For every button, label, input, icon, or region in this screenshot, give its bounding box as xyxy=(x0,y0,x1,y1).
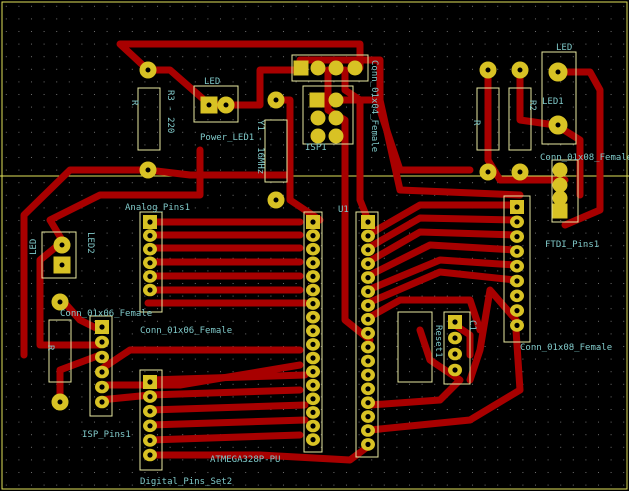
mcu-right-column-drill xyxy=(365,275,371,281)
mcu-left-column-drill xyxy=(310,423,316,429)
digital-pins-column-drill xyxy=(147,452,153,458)
right-connector-column-drill xyxy=(514,248,520,254)
pads[interactable] xyxy=(51,60,568,411)
reset-column-drill xyxy=(452,319,458,325)
label-left-led-lbl: LED2 xyxy=(85,232,95,254)
label-analog-ref: Conn_01x06_Female xyxy=(140,326,232,336)
mcu-right-column-drill xyxy=(365,233,371,239)
label-power-led: Power_LED1 xyxy=(200,133,254,143)
mcu-left-column-drill xyxy=(310,409,316,415)
mcu-left-column-drill xyxy=(310,341,316,347)
digital-pins-column-drill xyxy=(147,379,153,385)
mcu-left-column-drill xyxy=(310,246,316,252)
mcu-right-column-drill xyxy=(365,400,371,406)
label-power-led-ref: LED xyxy=(204,77,220,87)
mcu-left-column-drill xyxy=(310,328,316,334)
mcu-left-column-drill xyxy=(310,219,316,225)
label-mcu-ref: U1 xyxy=(338,205,349,215)
label-left-led: LED xyxy=(29,239,39,255)
mcu-left-column-drill xyxy=(310,233,316,239)
mcu-right-column-drill xyxy=(365,288,371,295)
label-isp-pins: ISP_Pins1 xyxy=(82,430,131,440)
label-ftdi: FTDI_Pins1 xyxy=(545,240,599,250)
label-r-left: R3 - 220 xyxy=(165,90,175,133)
analog-pins-column-drill xyxy=(147,260,153,266)
isp-pins-column-drill xyxy=(99,324,105,330)
mcu-right-column-drill xyxy=(365,247,371,253)
mcu-right-column-drill xyxy=(365,386,371,392)
label-left-r: R xyxy=(45,345,55,351)
label-r-tr-b: R2 xyxy=(527,100,537,111)
label-header-top2: ISP1 xyxy=(305,143,327,153)
label-reset: Reset1 xyxy=(433,325,443,358)
mcu-left-column-drill xyxy=(310,355,316,361)
analog-pins-column-drill xyxy=(147,287,153,293)
mcu-left-column-drill xyxy=(310,314,316,320)
right-connector-column-drill xyxy=(514,308,520,314)
label-led-tr-lbl: LED1 xyxy=(542,97,564,107)
label-header-top: Conn_01x04_Female xyxy=(369,60,379,152)
label-cap: C1 xyxy=(467,320,477,331)
right-connector-column-drill xyxy=(514,278,520,284)
mcu-right-column-drill xyxy=(365,302,371,308)
mcu-left-column-drill xyxy=(310,273,316,279)
right-connector-column-drill xyxy=(514,293,520,299)
mcu-left-column-drill xyxy=(310,301,316,307)
label-r-left-ref: R xyxy=(129,100,139,106)
isp-pins-column-drill xyxy=(99,384,105,390)
mcu-right-column-drill xyxy=(365,316,371,322)
mcu-left-column-drill xyxy=(310,396,316,402)
mcu-right-column-drill xyxy=(365,427,371,434)
mcu-left-column-drill xyxy=(310,287,316,293)
reset-column-drill xyxy=(452,351,458,357)
right-connector-column-drill xyxy=(514,219,520,225)
mcu-left-column-drill xyxy=(310,382,316,388)
mcu-right-column-drill xyxy=(365,344,371,350)
isp-pins-column-drill xyxy=(99,354,105,360)
mcu-left-column-drill xyxy=(310,369,316,375)
reset-column-drill xyxy=(452,367,458,373)
right-connector-column-drill xyxy=(514,322,520,328)
analog-pins-column-drill xyxy=(147,273,153,279)
right-connector-column-drill xyxy=(514,263,520,269)
right-connector-column-drill xyxy=(514,234,520,240)
reset-column-drill xyxy=(452,335,458,341)
isp-pins-column-drill xyxy=(99,399,105,405)
analog-pins-column-drill xyxy=(147,246,153,252)
mcu-left-column-drill xyxy=(310,260,316,266)
digital-pins-column-drill xyxy=(147,394,153,400)
digital-pins-column-drill xyxy=(147,437,153,443)
silkscreen xyxy=(41,51,579,471)
mcu-right-column-drill xyxy=(365,441,371,447)
analog-pins-column-drill xyxy=(147,219,153,225)
mcu-right-column-drill xyxy=(365,414,371,420)
label-digital2: Digital_Pins_Set2 xyxy=(140,477,232,487)
mcu-right-column-drill xyxy=(365,358,371,364)
mcu-right-column-drill xyxy=(365,219,371,225)
digital-pins-column-drill xyxy=(147,423,153,429)
analog-pins-column-drill xyxy=(147,233,153,239)
label-crystal: Y1 - 16MHz xyxy=(255,120,265,174)
label-mcu: ATMEGA328P-PU xyxy=(210,455,280,465)
label-analog: Analog_Pins1 xyxy=(125,203,190,213)
isp-pins-column-drill xyxy=(99,339,105,345)
mcu-left-column-drill xyxy=(310,437,316,443)
pin-headers[interactable] xyxy=(95,200,524,462)
label-r-tr-a: R xyxy=(471,120,481,126)
label-conn-right: Conn_01x08_Female xyxy=(520,343,612,353)
label-isp-ref: Conn_01x06_Female xyxy=(60,309,152,319)
fab-labels: R3 - 220 R Power_LED1 LED Y1 - 16MHz Con… xyxy=(29,43,629,487)
mcu-right-column-drill xyxy=(365,372,371,378)
label-conn-tr: Conn_01x08_Female xyxy=(540,153,629,163)
label-led-tr: LED xyxy=(556,43,572,53)
digital-pins-column-drill xyxy=(147,408,153,414)
isp-pins-column-drill xyxy=(99,369,105,375)
mcu-right-column-drill xyxy=(365,330,371,336)
mcu-right-column-drill xyxy=(365,261,371,267)
right-connector-column-drill xyxy=(514,204,520,210)
